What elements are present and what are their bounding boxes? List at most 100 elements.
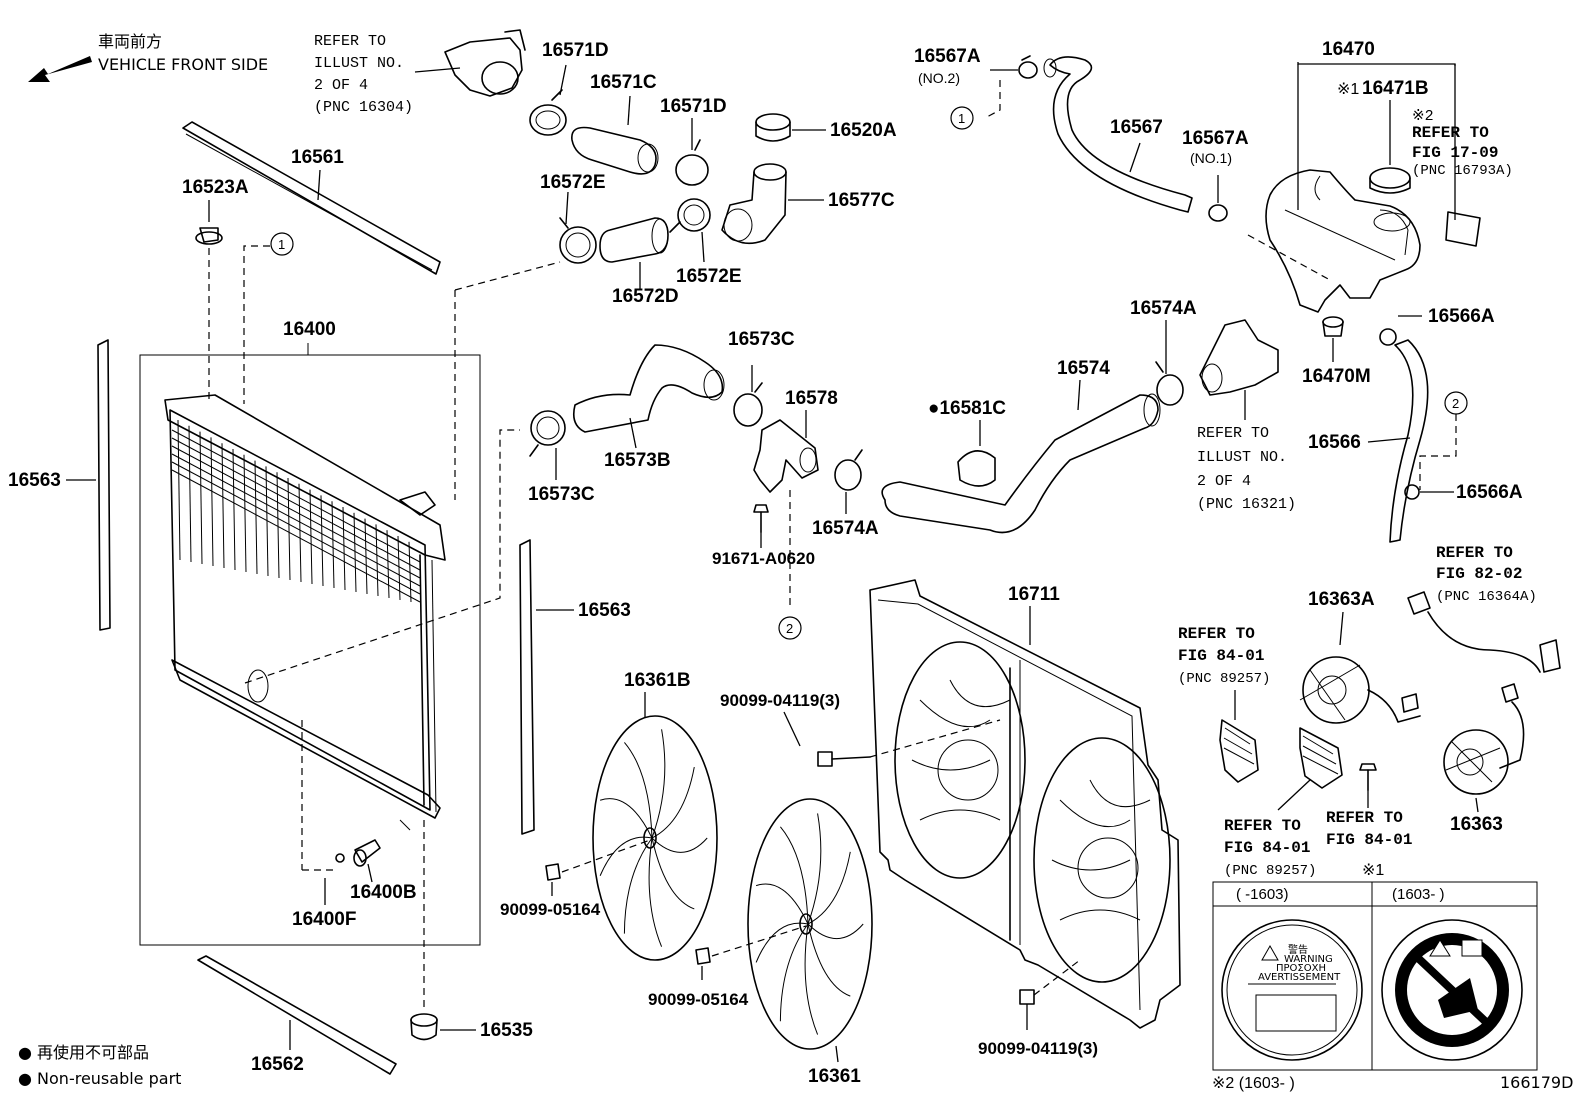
fan-16361	[747, 798, 873, 1063]
warning-label-old: 警告 WARNING ΠΡΟΣΟΧΗ AVERTISSEMENT	[1221, 919, 1363, 1061]
seal-16563-right	[519, 539, 574, 835]
label-90099-05164-a: 90099-05164	[500, 900, 601, 919]
hose-16574	[881, 379, 1161, 534]
label-16571d-b: 16571D	[660, 96, 727, 117]
clamp-16571d-a	[529, 64, 567, 136]
table-col1-header: ( -1603)	[1236, 886, 1289, 903]
label-16571d-a: 16571D	[542, 40, 609, 61]
callout-1-top: 1	[958, 111, 965, 126]
label-16577c: 16577C	[828, 190, 895, 211]
cap-16471b	[1369, 100, 1411, 194]
label-16574a-a: 16574A	[812, 518, 879, 539]
clamp-16572e-b	[669, 198, 711, 263]
ref-16304-line2: ILLUST NO.	[314, 55, 404, 72]
callout-2-left: 2	[786, 621, 793, 636]
label-16566: 16566	[1308, 432, 1361, 453]
ref-16304-line3: 2 OF 4	[314, 77, 368, 94]
label-90099-04119-b: 90099-04119(3)	[978, 1039, 1098, 1058]
label-16561: 16561	[291, 147, 344, 168]
hose-16566	[1367, 339, 1429, 543]
front-label-jp: 車両前方	[98, 32, 162, 51]
label-16711: 16711	[1008, 584, 1060, 605]
warn-fr: AVERTISSEMENT	[1258, 972, 1341, 983]
label-16572e-a: 16572E	[540, 172, 606, 193]
label-16400b: 16400B	[350, 882, 417, 903]
fan-16361b-blades	[599, 729, 708, 947]
motor-16363a	[1299, 611, 1421, 724]
label-sticker	[1445, 211, 1481, 247]
label-16574a-b: 16574A	[1130, 298, 1197, 319]
clamp-16573c-a	[529, 410, 566, 480]
screw-small	[1359, 763, 1377, 808]
nut-90099-05164-a	[545, 863, 561, 896]
figure-id: 166179D	[1500, 1073, 1573, 1092]
ref-16304-line1: REFER TO	[314, 33, 386, 50]
seal-16562	[197, 955, 397, 1075]
relay-connector-b	[1277, 727, 1343, 811]
ref-89257b-line1: REFER TO	[1224, 817, 1301, 835]
nut-90099-05164-b	[695, 947, 711, 980]
label-16566a-a: 16566A	[1428, 306, 1495, 327]
clamp-16572e-a	[559, 191, 597, 264]
clamp-16571d-b	[675, 118, 709, 186]
ref-89257a-line1: REFER TO	[1178, 625, 1255, 643]
grommet-16523a	[195, 200, 223, 245]
ref-16321-line4: (PNC 16321)	[1197, 496, 1296, 513]
clamp-16574a-b	[1155, 320, 1184, 406]
ref-16321-line1: REFER TO	[1197, 425, 1269, 442]
cap-16520a	[755, 113, 826, 142]
label-16562: 16562	[251, 1054, 304, 1075]
label-16567a-no2: 16567A	[914, 46, 981, 67]
motor-16363	[1443, 683, 1525, 813]
reservoir-tank-16470	[1265, 169, 1421, 313]
relay-connector-a	[1219, 719, 1259, 783]
ref-16793a-line2: REFER TO	[1412, 124, 1489, 142]
bolt-90099-04119-b	[1019, 989, 1035, 1030]
ref-16364a-line2: FIG 82-02	[1436, 565, 1522, 583]
legend-en: ● Non-reusable part	[18, 1069, 181, 1088]
seal-16561	[182, 121, 441, 275]
ref-16364a-line3: (PNC 16364A)	[1436, 589, 1537, 605]
label-16535: 16535	[480, 1020, 533, 1041]
ref-8401c-line2: FIG 84-01	[1326, 831, 1412, 849]
clamp-16574a-a	[834, 449, 863, 514]
table-col2-header: (1603- )	[1392, 886, 1445, 903]
label-16573c-b: 16573C	[728, 329, 795, 350]
fan-16361b	[592, 715, 718, 961]
label-16563-left: 16563	[8, 470, 61, 491]
mark-16471b: ※1	[1337, 81, 1359, 98]
ref-16793a-line4: (PNC 16793A)	[1412, 163, 1513, 179]
ref-16304: REFER TO ILLUST NO. 2 OF 4 (PNC 16304)	[314, 33, 461, 116]
hose-16567	[1043, 56, 1193, 213]
hose-16572d	[599, 217, 669, 290]
label-16470: 16470	[1322, 39, 1375, 60]
label-16571c: 16571C	[590, 72, 657, 93]
ref-8401-c: REFER TO FIG 84-01	[1326, 809, 1412, 849]
drain-cock-16400b	[353, 839, 381, 883]
label-16573b: 16573B	[604, 450, 671, 471]
label-16567a-no1: 16567A	[1182, 128, 1249, 149]
ref-89257b-line2: FIG 84-01	[1224, 839, 1310, 857]
ref-89257b-line3: (PNC 89257)	[1224, 863, 1316, 879]
fan-16361-blades	[755, 813, 864, 1035]
label-90099-04119-a: 90099-04119(3)	[720, 691, 840, 710]
ref-16304-line4: (PNC 16304)	[314, 99, 413, 116]
clamp-16581c	[957, 420, 996, 487]
label-16563-right: 16563	[578, 600, 631, 621]
plug-16400f	[324, 853, 345, 905]
fan-shroud-16711	[869, 579, 1181, 1029]
clamp-16566a-b	[1404, 484, 1454, 500]
label-16578: 16578	[785, 388, 838, 409]
ref-16364a: REFER TO FIG 82-02 (PNC 16364A)	[1436, 544, 1537, 605]
bolt-91671-a0620	[753, 504, 769, 548]
bolt-90099-04119-a	[817, 751, 871, 767]
hose-16571c	[571, 95, 659, 175]
label-16520a: 16520A	[830, 120, 897, 141]
label-16574: 16574	[1057, 358, 1110, 379]
label-16363: 16363	[1450, 814, 1503, 835]
ref-89257-b: REFER TO FIG 84-01 (PNC 89257)	[1224, 817, 1316, 879]
clamp-16567a-no1	[1208, 175, 1228, 222]
label-16361b: 16361B	[624, 670, 691, 691]
hose-16573b	[572, 344, 725, 449]
